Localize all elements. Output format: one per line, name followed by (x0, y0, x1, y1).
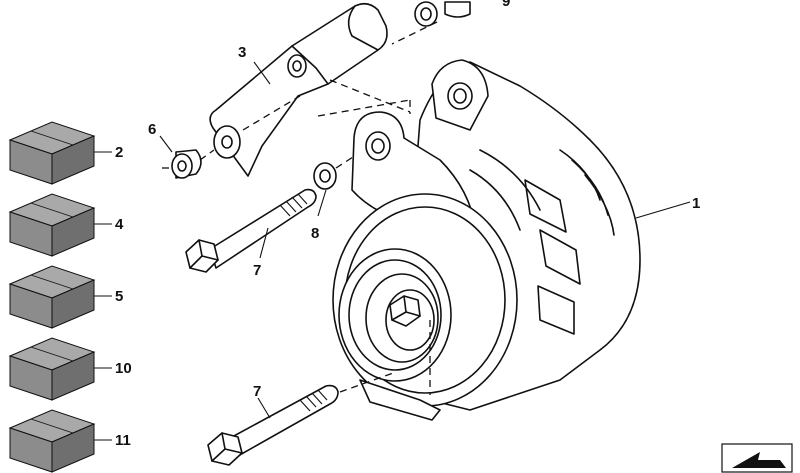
callout-6[interactable]: 6 (148, 121, 156, 138)
callout-10[interactable]: 10 (115, 360, 132, 377)
washer-top-icon[interactable] (391, 1, 471, 45)
callout-11[interactable]: 11 (115, 432, 131, 449)
callout-7-upper[interactable]: 7 (253, 262, 261, 279)
callout-3[interactable]: 3 (238, 44, 246, 61)
callout-4[interactable]: 4 (115, 216, 124, 233)
kit-box-11[interactable] (8, 409, 96, 473)
alternator-icon[interactable] (332, 59, 641, 421)
kit-box-10[interactable] (8, 337, 96, 401)
leader-7-upper (259, 227, 269, 259)
leader-7-lower (257, 397, 271, 419)
bushing-icon[interactable] (162, 149, 215, 179)
callout-7-lower[interactable]: 7 (253, 383, 261, 400)
callout-8[interactable]: 8 (311, 225, 319, 242)
kit-box-2[interactable] (8, 121, 96, 185)
kit-box-4[interactable] (8, 193, 96, 257)
bolt-lower-icon[interactable] (207, 384, 339, 466)
callout-2[interactable]: 2 (115, 144, 123, 161)
leader-6 (159, 135, 173, 153)
kit-box-column: 2 4 5 10 11 (8, 121, 132, 473)
kit-box-5[interactable] (8, 265, 96, 329)
next-page-arrow-icon[interactable] (721, 443, 793, 473)
leader-3 (253, 61, 271, 85)
leader-1 (635, 201, 691, 219)
bracket-icon[interactable] (209, 2, 411, 177)
leader-8 (317, 189, 327, 217)
callout-1[interactable]: 1 (692, 195, 700, 212)
bolt-upper-icon[interactable] (185, 188, 317, 273)
callout-5[interactable]: 5 (115, 288, 123, 305)
callout-9[interactable]: 9 (502, 0, 510, 10)
